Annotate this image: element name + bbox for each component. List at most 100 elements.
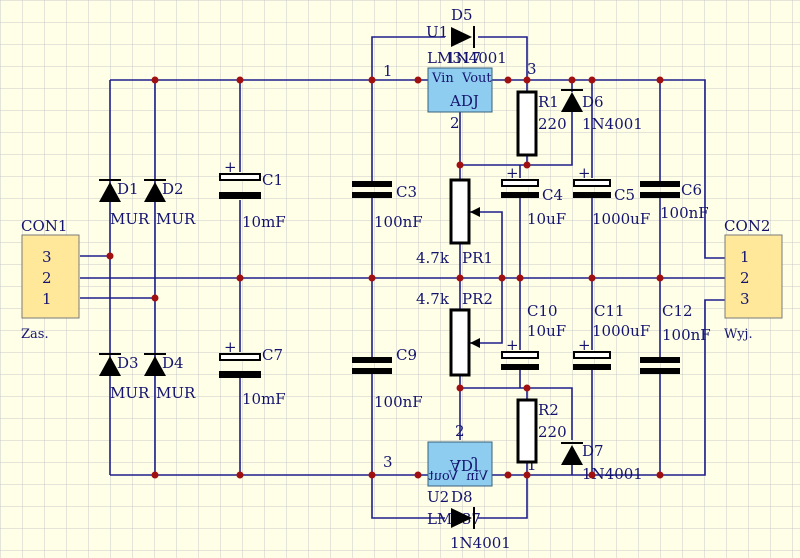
resistor-r2: R2 220 bbox=[516, 398, 567, 464]
d3-ref: D3 bbox=[117, 354, 139, 372]
connector-con1: CON1 3 2 1 Zas. bbox=[21, 217, 80, 342]
c11-plus: + bbox=[578, 336, 591, 354]
capacitor-c12: C12 100nF bbox=[640, 302, 711, 374]
regulator-u1: U1 LM317 Vin Vout ADJ 1 3 2 bbox=[383, 23, 537, 132]
diode-d4: D4 MUR bbox=[144, 353, 196, 402]
d2-ref: D2 bbox=[162, 180, 184, 198]
diode-d3: D3 MUR bbox=[99, 353, 150, 402]
con2-ref: CON2 bbox=[724, 217, 770, 235]
d6-value: 1N4001 bbox=[582, 115, 643, 133]
r2-value: 220 bbox=[538, 423, 567, 441]
c4-plus: + bbox=[506, 164, 519, 182]
d3-value: MUR bbox=[110, 384, 150, 402]
d1-value: MUR bbox=[110, 210, 150, 228]
pr1-ref: PR1 bbox=[462, 249, 493, 267]
con2-pin-2: 2 bbox=[740, 269, 750, 287]
u2-pin-adj: 2 bbox=[455, 422, 465, 440]
c6-value: 100nF bbox=[660, 204, 709, 222]
capacitor-c6: C6 100nF bbox=[640, 181, 709, 222]
resistor-r1: R1 220 bbox=[516, 90, 567, 157]
pr2-ref: PR2 bbox=[462, 290, 493, 308]
pr1-value: 4.7k bbox=[416, 249, 450, 267]
c10-value: 10uF bbox=[527, 322, 566, 340]
diode-d8: D8 1N4001 bbox=[450, 488, 511, 552]
capacitor-c1: + C1 10mF bbox=[219, 158, 286, 231]
u1-adj: ADJ bbox=[449, 92, 479, 110]
c9-ref: C9 bbox=[396, 346, 417, 364]
d7-ref: D7 bbox=[582, 442, 604, 460]
c12-value: 100nF bbox=[662, 326, 711, 344]
c4-ref: C4 bbox=[542, 186, 563, 204]
c7-plus: + bbox=[224, 338, 237, 356]
c3-value: 100nF bbox=[374, 213, 423, 231]
con1-pin-3: 3 bbox=[42, 248, 52, 266]
c7-ref: C7 bbox=[262, 346, 283, 364]
diode-d2: D2 MUR bbox=[144, 179, 196, 228]
junctions bbox=[106, 76, 664, 479]
r2-ref: R2 bbox=[538, 401, 559, 419]
d8-value: 1N4001 bbox=[450, 534, 511, 552]
con1-ref: CON1 bbox=[21, 217, 67, 235]
con2-name: Wyj. bbox=[724, 327, 753, 342]
diode-d1: D1 MUR bbox=[99, 179, 150, 228]
capacitor-c7: + C7 10mF bbox=[219, 338, 286, 408]
con1-pin-1: 1 bbox=[42, 290, 52, 308]
con2-pin-3: 3 bbox=[740, 290, 750, 308]
r1-value: 220 bbox=[538, 115, 567, 133]
u1-vout: Vout bbox=[461, 71, 492, 86]
u2-pin-out: 1 bbox=[527, 456, 537, 474]
d5-ref: D5 bbox=[451, 6, 473, 24]
c5-plus: + bbox=[578, 164, 591, 182]
c5-ref: C5 bbox=[614, 186, 635, 204]
capacitor-c9: C9 100nF bbox=[352, 346, 423, 411]
con1-pin-2: 2 bbox=[42, 269, 52, 287]
con2-pin-1: 1 bbox=[740, 248, 750, 266]
u1-pin-out: 3 bbox=[527, 60, 537, 78]
c7-value: 10mF bbox=[242, 390, 286, 408]
d4-ref: D4 bbox=[162, 354, 184, 372]
d2-value: MUR bbox=[156, 210, 196, 228]
c1-plus: + bbox=[224, 158, 237, 176]
u2-vout: Vout bbox=[428, 469, 459, 484]
d6-ref: D6 bbox=[582, 93, 604, 111]
potentiometer-pr2: 4.7k PR2 bbox=[416, 290, 493, 377]
capacitor-c3: C3 100nF bbox=[352, 181, 423, 231]
diode-d6: D6 1N4001 bbox=[561, 89, 643, 133]
u1-pin-adj: 2 bbox=[450, 114, 460, 132]
r1-ref: R1 bbox=[538, 93, 559, 111]
c5-value: 1000uF bbox=[592, 210, 650, 228]
c1-ref: C1 bbox=[262, 171, 283, 189]
u2-ref: U2 bbox=[427, 488, 449, 506]
c9-value: 100nF bbox=[374, 393, 423, 411]
u1-vin: Vin bbox=[431, 71, 454, 86]
capacitor-c11: + C11 1000uF bbox=[573, 302, 650, 370]
c6-ref: C6 bbox=[681, 181, 702, 199]
d7-value: 1N4001 bbox=[582, 465, 643, 483]
c11-ref: C11 bbox=[594, 302, 625, 320]
c12-ref: C12 bbox=[662, 302, 693, 320]
c4-value: 10uF bbox=[527, 210, 566, 228]
d8-ref: D8 bbox=[451, 488, 473, 506]
potentiometer-pr1: 4.7k PR1 bbox=[416, 178, 493, 267]
u2-adj: ADJ bbox=[449, 456, 479, 474]
d5-value: 1N4001 bbox=[446, 49, 507, 67]
capacitor-c4: + C4 10uF bbox=[501, 164, 566, 228]
capacitor-c10: + C10 10uF bbox=[501, 302, 566, 370]
c1-value: 10mF bbox=[242, 213, 286, 231]
c10-ref: C10 bbox=[527, 302, 558, 320]
c10-plus: + bbox=[506, 336, 519, 354]
capacitor-c5: + C5 1000uF bbox=[573, 164, 650, 228]
u1-pin-in: 1 bbox=[383, 62, 393, 80]
d1-ref: D1 bbox=[117, 180, 139, 198]
diode-d5: D5 1N4001 bbox=[446, 6, 507, 67]
c3-ref: C3 bbox=[396, 183, 417, 201]
u1-ref: U1 bbox=[426, 23, 448, 41]
diode-d7: D7 1N4001 bbox=[561, 442, 643, 483]
u2-pin-in: 3 bbox=[383, 453, 393, 471]
u1-part: LM317 bbox=[427, 49, 481, 67]
con1-name: Zas. bbox=[21, 327, 49, 342]
c11-value: 1000uF bbox=[592, 322, 650, 340]
connector-con2: CON2 1 2 3 Wyj. bbox=[724, 217, 783, 342]
